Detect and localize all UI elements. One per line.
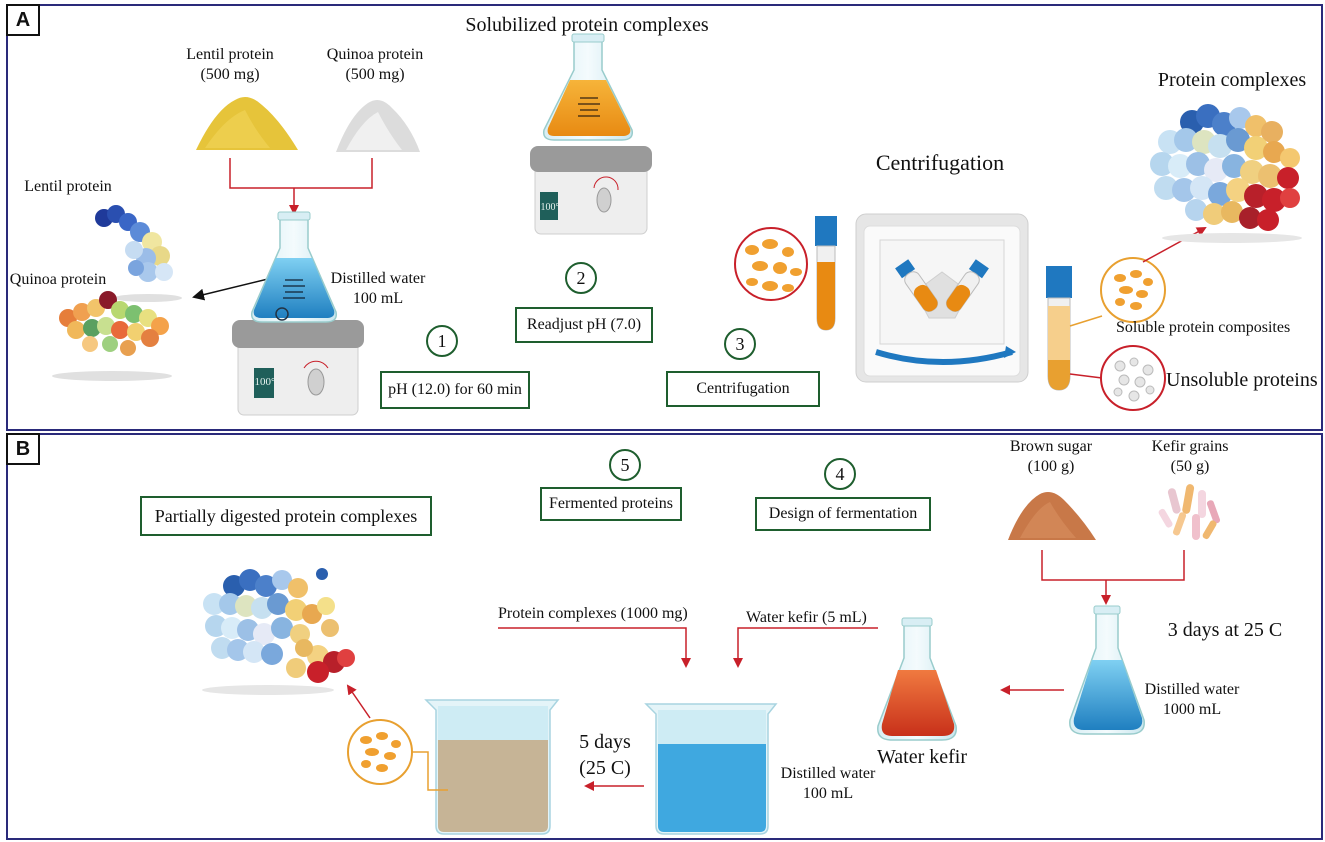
- protein-particles-circle-icon: [734, 227, 808, 301]
- step-2-badge: 2: [565, 262, 597, 294]
- beaker-blue-icon: [644, 703, 778, 835]
- soluble-label: Soluble protein composites: [1116, 319, 1291, 336]
- sugar-kefir-connector: [1041, 550, 1185, 581]
- kefir-input-arrow: [733, 627, 878, 668]
- lentil-powder-icon: [196, 96, 298, 150]
- fermented-particles-circle-icon: [347, 719, 413, 785]
- fermented-connector: [412, 751, 448, 791]
- panel-a-title: Solubilized protein complexes: [465, 14, 709, 36]
- protein-input-label: Protein complexes (1000 mg): [498, 605, 688, 622]
- to-protein-complex-arrow: [1142, 227, 1207, 263]
- fermentation-time-line2: (25 C): [579, 757, 631, 779]
- to-digested-arrow: [346, 684, 371, 719]
- stirrer-1-display: 100°: [254, 376, 276, 388]
- unsoluble-particles-circle-icon: [1100, 345, 1166, 411]
- beaker-fermented-icon: [424, 699, 560, 835]
- soluble-connector: [1069, 315, 1103, 327]
- lentil-powder-name: Lentil protein: [186, 46, 274, 63]
- kefir-grains-icon: [1158, 484, 1221, 540]
- step-1-box: pH (12.0) for 60 min: [380, 371, 530, 409]
- step-3-box: Centrifugation: [666, 371, 820, 407]
- centrifugation-title: Centrifugation: [875, 150, 1005, 175]
- water-kefir-flask-icon: [877, 617, 957, 741]
- orange-flask-icon: [542, 33, 634, 141]
- panel-a: A: [6, 4, 1323, 431]
- protein-complex-molecule-icon: [1150, 104, 1302, 243]
- blue-flask-icon: [250, 211, 338, 323]
- distilled-water-small-name: Distilled water: [780, 765, 876, 782]
- centrifuge-icon: [855, 213, 1029, 383]
- fermentation-time-line1: 5 days: [579, 731, 631, 753]
- test-tube-orange-icon: [815, 216, 837, 331]
- brown-sugar-icon: [1008, 492, 1096, 540]
- unsoluble-connector: [1069, 373, 1103, 379]
- panel-a-label: A: [6, 4, 40, 36]
- quinoa-powder-name: Quinoa protein: [326, 46, 424, 63]
- protein-input-arrow: [498, 627, 691, 668]
- distilled-water-amount: 100 mL: [352, 290, 404, 307]
- magnetic-stirrer-2-icon: [530, 146, 652, 235]
- kefir-grains-amount: (50 g): [1170, 458, 1210, 475]
- quinoa-powder-amount: (500 mg): [345, 66, 405, 83]
- lentil-molecule-icon: [95, 205, 182, 302]
- quinoa-protein-label: Quinoa protein: [9, 271, 107, 288]
- lentil-powder-amount: (500 mg): [200, 66, 260, 83]
- molecule-zoom-arrow: [192, 277, 273, 301]
- distilled-water-small-amount: 100 mL: [802, 785, 854, 802]
- step-5-box: Fermented proteins: [540, 487, 682, 521]
- incubation-label: 3 days at 25 C: [1167, 619, 1283, 641]
- distilled-water-large-amount: 1000 mL: [1162, 701, 1222, 718]
- quinoa-powder-icon: [336, 99, 420, 152]
- step-4-badge: 4: [824, 458, 856, 490]
- kefir-input-label: Water kefir (5 mL): [746, 609, 867, 626]
- test-tube-separated-icon: [1046, 266, 1072, 391]
- step-3-badge: 3: [724, 328, 756, 360]
- stirrer-2-display: 100°: [540, 202, 560, 213]
- step-1-badge: 1: [426, 325, 458, 357]
- digested-molecule-icon: [202, 568, 355, 695]
- brown-sugar-amount: (100 g): [1027, 458, 1075, 475]
- powder-connector-line: [229, 158, 373, 189]
- unsoluble-label: Unsoluble proteins: [1166, 369, 1318, 391]
- brown-sugar-name: Brown sugar: [1009, 438, 1093, 455]
- magnetic-stirrer-1-icon: [232, 320, 364, 416]
- step-2-box: Readjust pH (7.0): [515, 307, 653, 343]
- step-5-badge: 5: [609, 449, 641, 481]
- distilled-water-large-name: Distilled water: [1144, 681, 1240, 698]
- kefir-grains-name: Kefir grains: [1151, 438, 1229, 455]
- panel-b-label: B: [6, 433, 40, 465]
- lentil-protein-label: Lentil protein: [24, 178, 112, 195]
- partially-digested-box: Partially digested protein complexes: [140, 496, 432, 536]
- quinoa-molecule-icon: [52, 291, 172, 381]
- soluble-particles-circle-icon: [1100, 257, 1166, 323]
- large-blue-flask-icon: [1069, 605, 1145, 735]
- step-4-box: Design of fermentation: [755, 497, 931, 531]
- distilled-water-name: Distilled water: [330, 270, 426, 287]
- protein-complexes-title: Protein complexes: [1157, 69, 1307, 91]
- water-kefir-label: Water kefir: [877, 746, 967, 768]
